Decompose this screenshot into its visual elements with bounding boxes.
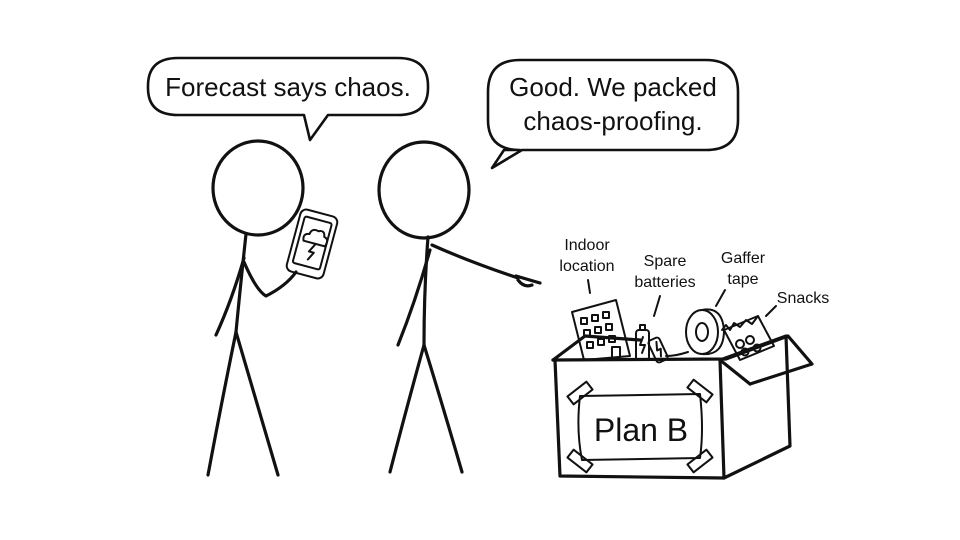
right-bubble-text-line2: chaos-proofing.	[523, 106, 702, 136]
box-edge	[718, 358, 752, 386]
item-label-snacks: Snacks	[765, 290, 829, 317]
gaffer-tape-icon	[665, 308, 725, 357]
item-label-indoor-location: Indoor location	[559, 237, 615, 294]
right-figure-leg-right	[422, 343, 464, 474]
battery-icon	[635, 324, 669, 364]
right-figure-head	[377, 140, 471, 240]
phone	[285, 208, 339, 280]
batteries-label-line1: Spare	[644, 253, 687, 270]
box-flap-right	[551, 334, 814, 386]
box-label-sign: Plan B	[566, 378, 714, 474]
left-figure-body	[234, 232, 248, 334]
right-bubble-text-line1: Good. We packed	[509, 72, 717, 102]
stick-figure-left	[206, 139, 305, 477]
box-flap-left	[551, 334, 642, 362]
box-side-face	[718, 334, 792, 480]
storm-cloud-icon	[302, 228, 329, 261]
right-figure-body	[422, 235, 430, 347]
speech-bubble-left: Forecast says chaos.	[146, 56, 430, 142]
box-front-face	[553, 358, 726, 480]
snacks-bag-icon	[721, 315, 775, 361]
plan-b-box: Plan B	[551, 334, 814, 480]
left-figure-leg-right	[234, 330, 280, 477]
indoor-location-building-icon	[571, 299, 631, 361]
right-figure-arm-down	[396, 248, 432, 347]
right-figure-arm-pointing	[430, 243, 520, 280]
indoor-label-line1: Indoor	[564, 237, 610, 254]
indoor-label-line2: location	[559, 258, 614, 275]
left-bubble-text: Forecast says chaos.	[165, 72, 411, 102]
speech-bubble-right: Good. We packed chaos-proofing.	[486, 58, 740, 170]
left-figure-arm-down	[214, 256, 246, 337]
item-label-gaffer-tape: Gaffer tape	[715, 250, 766, 307]
tape-label-line1: Gaffer	[721, 250, 766, 267]
left-figure-leg-left	[206, 330, 238, 477]
left-figure-arm-phone	[242, 260, 298, 298]
snacks-label: Snacks	[777, 290, 829, 307]
box-label-text: Plan B	[594, 412, 688, 448]
phone-body	[285, 208, 339, 280]
tape-label-line2: tape	[727, 271, 758, 288]
pointing-hand	[514, 274, 542, 288]
left-figure-head	[211, 139, 305, 237]
stick-figure-right	[377, 140, 542, 474]
batteries-label-line2: batteries	[634, 274, 695, 291]
right-figure-leg-left	[388, 343, 426, 474]
item-label-spare-batteries: Spare batteries	[634, 253, 696, 317]
